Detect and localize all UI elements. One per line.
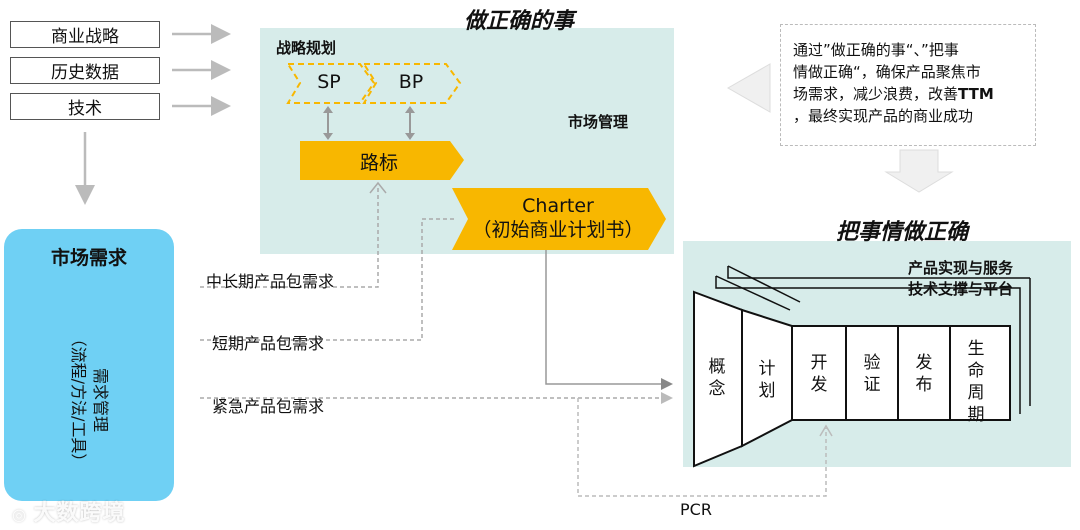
charter-line2: （初始商业计划书）	[472, 219, 644, 241]
product-realization-label: 产品实现与服务	[908, 259, 1014, 277]
charter-line1: Charter	[522, 195, 594, 217]
callout-line1: 通过”做正确的事“、”把事	[793, 41, 959, 59]
input-historical-data: 历史数据	[10, 57, 160, 84]
phase-plan: 计划	[758, 359, 776, 401]
callout-line4: ，最终实现产品的商业成功	[793, 107, 974, 125]
phase-develop: 开发	[810, 353, 828, 395]
bp-label: BP	[398, 71, 424, 93]
demand-management-label: 需求管理 （流程/方法/工具）	[69, 330, 110, 470]
market-management-label: 市场管理	[568, 113, 629, 131]
phase-lifecycle: 生命周期	[967, 339, 985, 425]
tech-support-label: 技术支撑与平台	[908, 280, 1014, 298]
phase-release: 发布	[915, 353, 933, 395]
req-urgent: 紧急产品包需求	[212, 397, 325, 416]
sp-chevron	[286, 63, 376, 104]
phase-concept: 概念	[708, 357, 726, 399]
strategic-planning-label: 战略规划	[276, 39, 337, 57]
charter-shape	[452, 188, 666, 250]
input-business-strategy: 商业战略	[10, 21, 160, 48]
phase-shape-rest	[791, 325, 1011, 421]
input-technology: 技术	[10, 93, 160, 120]
req-long-term: 中长期产品包需求	[206, 272, 335, 291]
sp-label: SP	[317, 71, 341, 93]
charter-label: Charter （初始商业计划书）	[460, 194, 656, 242]
roadmap-shape	[300, 141, 464, 180]
market-demand-card	[4, 229, 174, 501]
phase-verify: 验证	[863, 353, 881, 395]
callout-line2: 情做正确“，确保产品聚焦市	[793, 63, 981, 81]
do-right-things-title: 做正确的事	[464, 9, 575, 34]
callout-line3: 场需求，减少浪费，改善TTM	[793, 85, 994, 103]
roadmap-label: 路标	[359, 152, 398, 174]
req-short-term: 短期产品包需求	[212, 334, 325, 353]
do-things-right-title: 把事情做正确	[836, 220, 969, 245]
watermark-logo: ◎ 大数跨境	[12, 501, 126, 526]
pcr-label: PCR	[680, 500, 712, 519]
bp-chevron	[362, 63, 462, 104]
callout-box: 通过”做正确的事“、”把事 情做正确“，确保产品聚焦市 场需求，减少浪费，改善T…	[780, 24, 1036, 146]
market-demand-title: 市场需求	[50, 247, 127, 269]
